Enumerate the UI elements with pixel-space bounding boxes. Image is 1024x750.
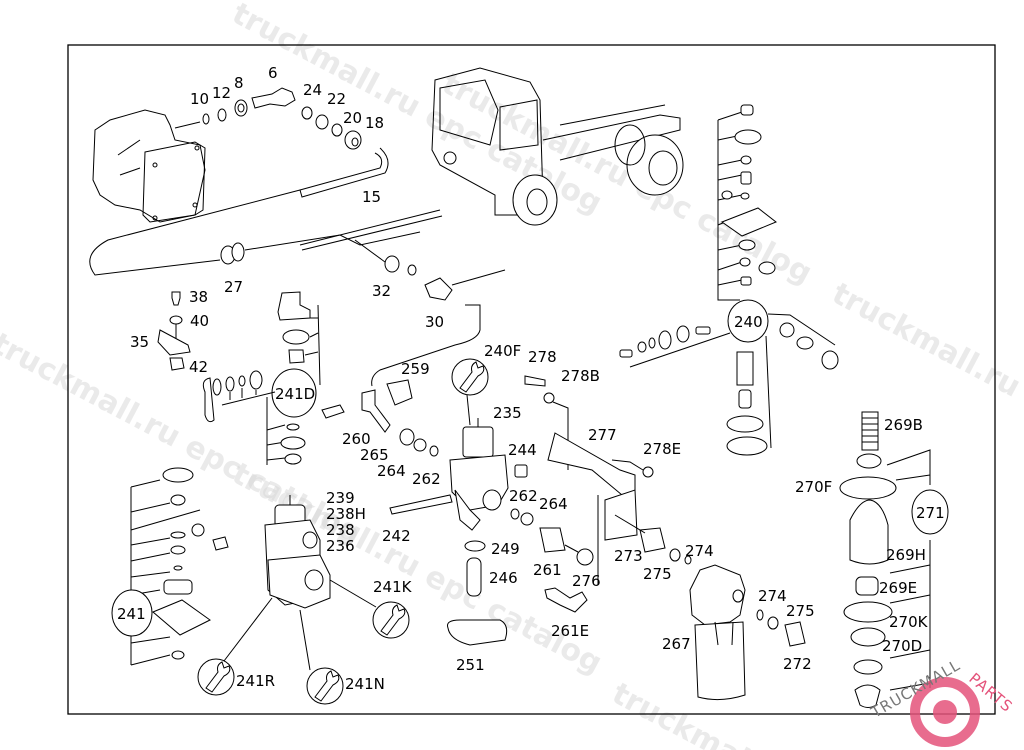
part-label: 22 — [327, 90, 346, 108]
part-label: 241K — [373, 578, 413, 596]
washer-278B — [543, 392, 555, 404]
fittings-259-260 — [361, 379, 439, 457]
pipe-line — [89, 189, 301, 276]
part-label: 27 — [224, 278, 243, 296]
filter-267 — [689, 564, 806, 701]
part-label: 269H — [886, 546, 926, 564]
part-label: 236 — [326, 537, 355, 555]
part-label: 15 — [362, 188, 381, 206]
part-label: 275 — [643, 565, 672, 583]
part-label: 270F — [795, 478, 832, 496]
diagram-frame — [67, 44, 996, 715]
part-label: 278 — [528, 348, 557, 366]
part-label: 274 — [758, 587, 787, 605]
part-label: 42 — [189, 358, 208, 376]
part-label: 242 — [382, 527, 411, 545]
kit-241 — [111, 467, 229, 666]
part-label: 235 — [493, 404, 522, 422]
part-label: 259 — [401, 360, 430, 378]
part-label: 10 — [190, 90, 209, 108]
kit-271 — [839, 411, 949, 708]
leader-line — [354, 239, 386, 263]
part-label: 244 — [508, 441, 537, 459]
part-labels: 10 12 8 6 24 22 20 18 15 27 32 30 38 40 … — [117, 64, 945, 693]
part-label: 261E — [551, 622, 589, 640]
part-label: 274 — [685, 542, 714, 560]
pipe-line — [371, 304, 481, 387]
part-label: 8 — [234, 74, 244, 92]
part-label: 40 — [190, 312, 209, 330]
wrench-icon-241K — [329, 579, 410, 639]
pressure-regulator-235 — [389, 394, 528, 531]
fitting-30 — [424, 277, 453, 301]
part-label: 32 — [372, 282, 391, 300]
truck-illustration — [431, 67, 684, 226]
fittings-lower-middle — [447, 508, 692, 646]
part-label: 264 — [539, 495, 568, 513]
part-label: 265 — [360, 446, 389, 464]
callout-label: 241 — [117, 605, 146, 623]
callout-label: 271 — [916, 504, 945, 522]
part-label: 6 — [268, 64, 278, 82]
part-label: 241R — [236, 672, 275, 690]
part-label: 24 — [303, 81, 322, 99]
part-label: 262 — [509, 487, 538, 505]
part-label: 272 — [783, 655, 812, 673]
part-label: 38 — [189, 288, 208, 306]
part-label: 269B — [884, 416, 923, 434]
part-label: 246 — [489, 569, 518, 587]
watermark-text: truckmall.ru epc catalog — [826, 276, 1024, 501]
pipe-line — [244, 231, 421, 251]
part-label: 35 — [130, 333, 149, 351]
part-label: 269E — [879, 579, 917, 597]
valve-body-236 — [264, 495, 331, 609]
part-label: 30 — [425, 313, 444, 331]
wrench-icon-240F — [451, 358, 489, 396]
part-label: 249 — [491, 540, 520, 558]
part-label: 270D — [882, 637, 922, 655]
part-label: 18 — [365, 114, 384, 132]
part-label: 260 — [342, 430, 371, 448]
part-label: 238 — [326, 521, 355, 539]
part-label: 264 — [377, 462, 406, 480]
part-label: 20 — [343, 109, 362, 127]
part-label: 261 — [533, 561, 562, 579]
compressor-drawing — [92, 109, 206, 223]
kit-241D — [202, 291, 345, 465]
fittings-top-row — [202, 87, 389, 198]
kit-240 — [619, 104, 839, 456]
bracket-assembly-35 — [157, 291, 191, 371]
part-label: 239 — [326, 489, 355, 507]
part-label: 241N — [345, 675, 385, 693]
bolt-278 — [524, 375, 546, 387]
part-label: 276 — [572, 572, 601, 590]
part-label: 267 — [662, 635, 691, 653]
wrench-icon-241N — [299, 609, 344, 705]
part-label: 278B — [561, 367, 600, 385]
wrench-icon-241R — [197, 597, 273, 696]
pipe-line — [299, 209, 443, 251]
part-label: 270K — [889, 613, 929, 631]
part-label: 238H — [326, 505, 366, 523]
fitting-27 — [220, 242, 245, 265]
part-label: 262 — [412, 470, 441, 488]
part-label: 251 — [456, 656, 485, 674]
truckmall-parts-logo: TRUCKMALL PARTS — [867, 656, 1016, 747]
part-label: 278E — [643, 440, 681, 458]
callout-label: 241D — [275, 385, 315, 403]
gear-icon — [910, 677, 980, 747]
bracket-277 — [547, 432, 654, 585]
washer-32 — [384, 255, 400, 273]
callout-label: 240 — [734, 313, 763, 331]
part-label: 277 — [588, 426, 617, 444]
part-label: 240F — [484, 342, 521, 360]
part-label: 275 — [786, 602, 815, 620]
part-label: 273 — [614, 547, 643, 565]
part-label: 12 — [212, 84, 231, 102]
